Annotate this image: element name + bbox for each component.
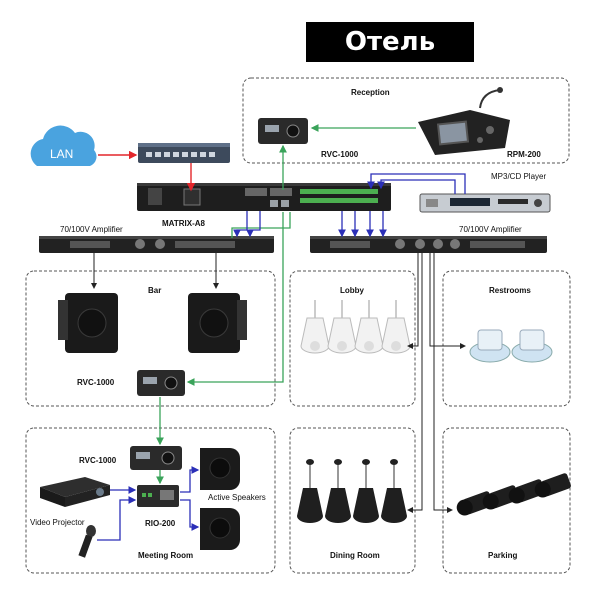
zone-restrooms-title: Restrooms [489,286,531,295]
matrix-a8-unit [137,183,391,211]
amp-right-to-dining [407,253,423,513]
matrix-label: MATRIX-A8 [162,219,205,228]
active-speaker-top [200,448,240,490]
mp3-to-matrix-line-2 [377,179,456,194]
restroom-ceiling-speakers [469,329,553,363]
lan-cloud-icon [30,125,97,166]
reception-rvc-panel [258,118,308,144]
rpm-200-label: RPM-200 [507,150,541,159]
matrix-to-amp-left-a [233,211,248,238]
microphone-to-rio-line [97,496,137,541]
zone-meeting-frame [25,427,276,574]
meeting-rvc-label: RVC-1000 [79,456,117,465]
zone-dining-title: Dining Room [330,551,380,560]
bar-rvc-panel [137,370,185,396]
zone-lobby-title: Lobby [340,286,364,295]
reception-rvc-label: RVC-1000 [321,150,359,159]
zone-reception-title: Reception [351,88,390,97]
matrix-to-control-bus [231,212,291,238]
bar-speaker-right [188,293,247,353]
mp3-to-matrix-line-1 [367,173,466,194]
lobby-pendant-speakers [300,300,411,354]
amp-right-label: 70/100V Amplifier [459,225,522,234]
rpm-200-console [418,87,510,155]
zone-dining-frame [289,427,416,574]
amp-right-to-restrooms [429,253,466,349]
amp-right-to-lobby [407,253,419,349]
zone-meeting-title: Meeting Room [138,551,194,560]
rio-200-label: RIO-200 [145,519,176,528]
amplifier-left [39,236,274,253]
amplifier-right [310,236,547,253]
video-projector-label: Video Projector [30,518,85,527]
parking-speakers [456,473,571,516]
bar-speaker-left [58,293,118,353]
zone-lobby-frame [289,270,416,407]
zone-restrooms-frame [442,270,571,407]
page-title: Отель [306,22,474,62]
amp-left-label: 70/100V Amplifier [60,225,123,234]
bar-rvc-label: RVC-1000 [77,378,115,387]
zone-reception-frame [242,77,570,164]
microphone-icon [78,525,96,558]
lan-label: LAN [50,147,73,161]
dining-pendant-speakers [297,459,407,523]
active-speakers-label: Active Speakers [208,493,266,502]
matrix-to-bar-rvc-line [186,212,284,386]
zone-parking-frame [442,427,571,574]
zone-bar-title: Bar [148,286,162,295]
mp3-cd-player [419,193,551,213]
active-speaker-bottom [200,508,240,550]
meeting-rvc-panel [130,446,182,470]
mp3-player-label: MP3/CD Player [491,172,547,181]
zone-parking-title: Parking [488,551,518,560]
network-switch [138,143,230,163]
video-projector-icon [40,477,110,507]
matrix-to-amp-left-b [246,211,261,238]
rio-to-active-speaker-top [180,466,200,493]
rio-200-unit [137,485,179,507]
amp-right-to-parking [433,253,453,513]
rio-to-active-speaker-bottom [180,499,200,531]
zone-bar-frame [25,270,276,407]
